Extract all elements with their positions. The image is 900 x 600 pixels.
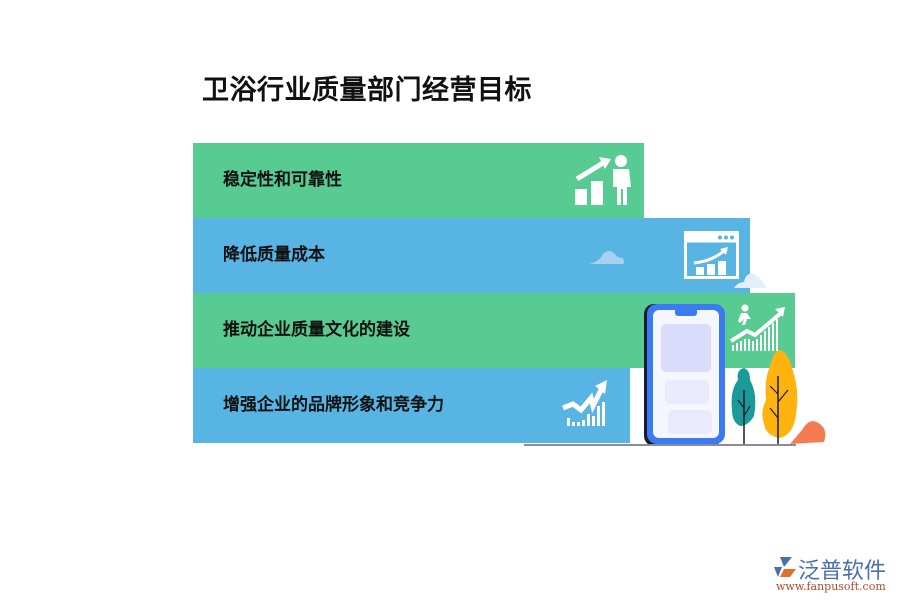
goal-label: 增强企业的品牌形象和竞争力	[223, 395, 444, 415]
trend-arrow-icon	[562, 380, 607, 426]
logo-name: 泛普软件	[798, 559, 887, 584]
goal-item-stability: 稳定性和可靠性	[193, 143, 644, 218]
logo-icon	[774, 557, 796, 577]
goal-label: 稳定性和可靠性	[223, 170, 342, 190]
trees-illustration	[731, 350, 826, 446]
goal-label: 推动企业质量文化的建设	[223, 320, 410, 340]
growth-person-icon	[575, 155, 631, 205]
logo-url: www.fanpusoft.com	[776, 580, 886, 593]
page-title: 卫浴行业质量部门经营目标	[202, 75, 532, 106]
cloud-icon	[734, 273, 766, 288]
ground-line	[524, 444, 796, 446]
browser-chart-icon	[684, 231, 739, 279]
goal-item-brand: 增强企业的品牌形象和竞争力	[193, 368, 630, 443]
running-up-trend-icon	[729, 304, 785, 351]
smartphone-illustration	[644, 304, 725, 446]
goal-label: 降低质量成本	[223, 245, 325, 265]
goal-item-cost: 降低质量成本	[193, 218, 750, 293]
cloud-icon	[589, 251, 624, 264]
